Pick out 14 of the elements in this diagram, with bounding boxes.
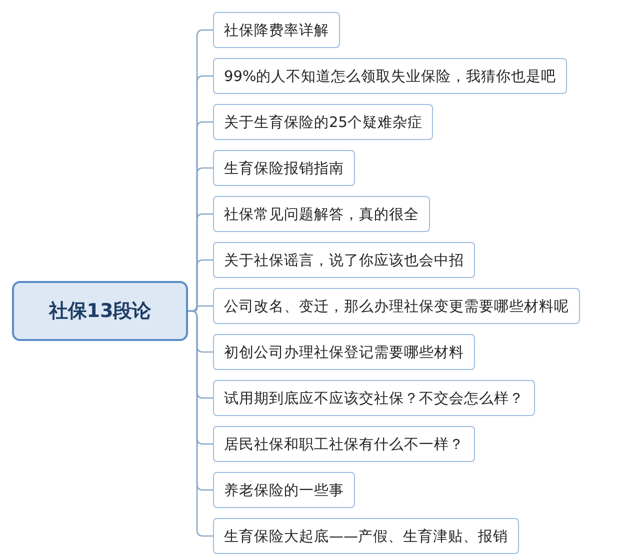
subtopic-box: 99%的人不知道怎么领取失业保险，我猜你也是吧 xyxy=(213,58,568,94)
subtopic-box: 生育保险报销指南 xyxy=(213,150,355,186)
subtopic-box: 初创公司办理社保登记需要哪些材料 xyxy=(213,334,475,370)
subtopic-box: 关于生育保险的25个疑难杂症 xyxy=(213,104,434,140)
subtopic-box: 关于社保谣言，说了你应该也会中招 xyxy=(213,242,475,278)
subtopic-box: 试用期到底应不应该交社保？不交会怎么样？ xyxy=(213,380,535,416)
subtopic-box: 公司改名、变迁，那么办理社保变更需要哪些材料呢 xyxy=(213,288,580,324)
central-topic-box: 社保13段论 xyxy=(12,281,188,341)
subtopic-box: 社保常见问题解答，真的很全 xyxy=(213,196,430,232)
subtopic-box: 养老保险的一些事 xyxy=(213,472,355,508)
subtopic-box: 生育保险大起底——产假、生育津贴、报销 xyxy=(213,518,519,554)
subtopic-box: 社保降费率详解 xyxy=(213,12,340,48)
connector-line xyxy=(188,310,213,537)
subtopic-box: 居民社保和职工社保有什么不一样？ xyxy=(213,426,475,462)
